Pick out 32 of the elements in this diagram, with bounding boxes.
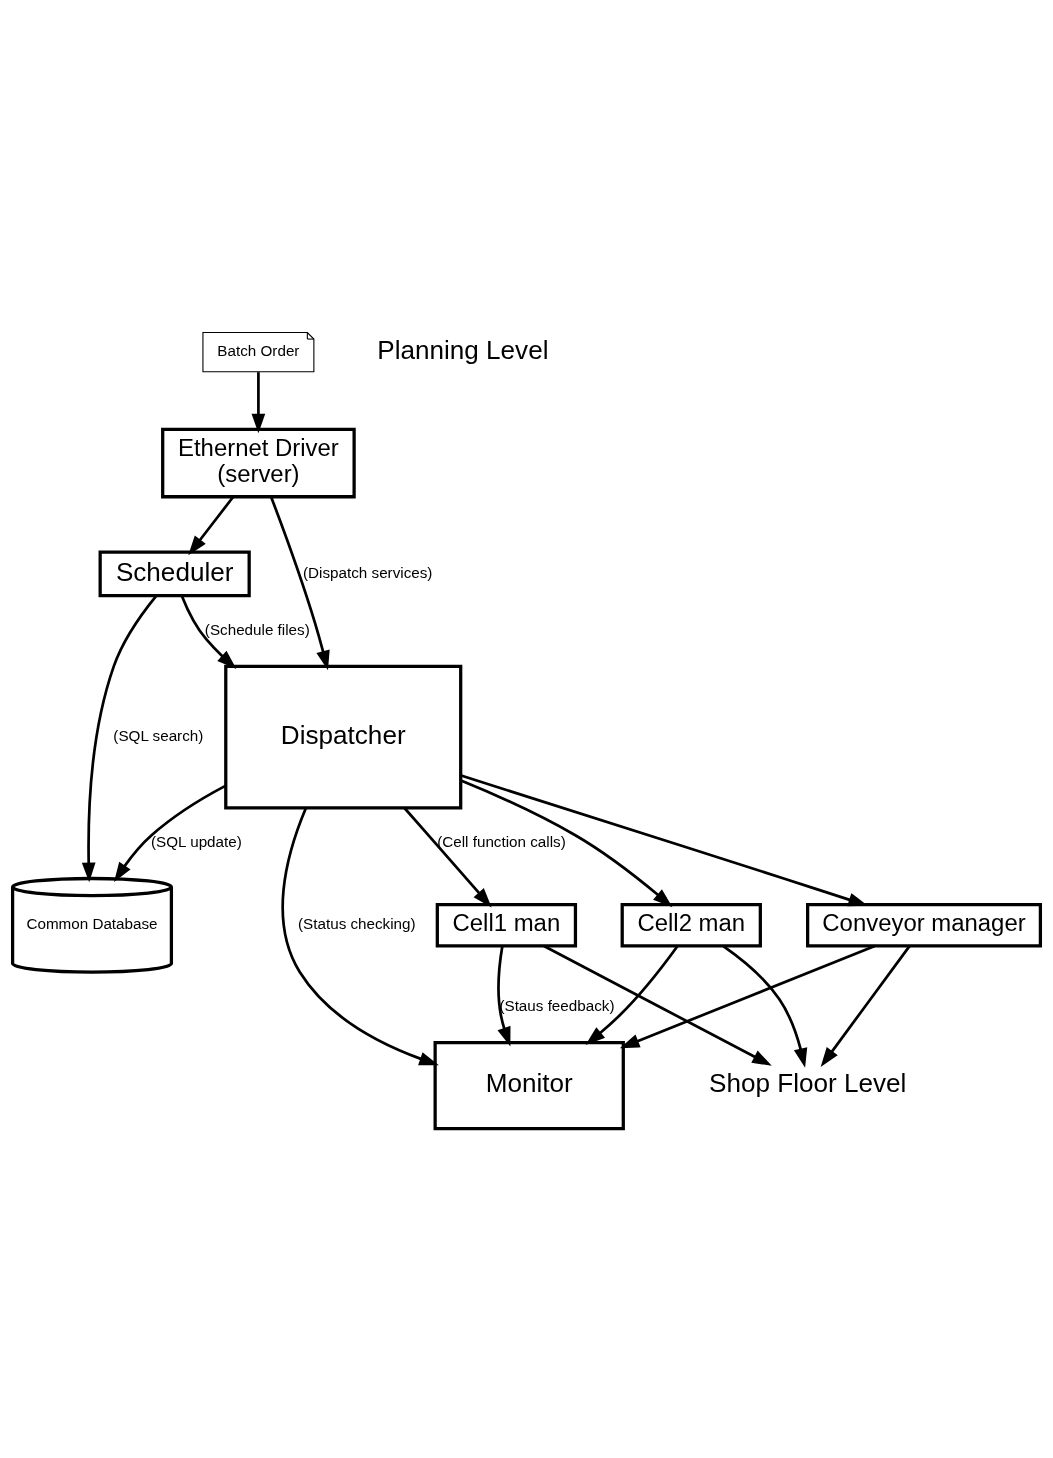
arrow [81,594,158,882]
edge-label: (Dispatch services) [303,563,433,581]
node-box: Ethernet Driver (server) [161,427,356,498]
arrow [403,806,492,907]
edge-label: (SQL update) [151,832,242,850]
node-box: Conveyor manager [806,902,1043,948]
node-text: Shop Floor Level [709,1067,907,1098]
arrow [251,371,266,433]
label: Planning Level [377,334,549,365]
arrow [619,944,876,1048]
edge-label: (Staus feedback) [499,996,615,1014]
arrow [820,944,911,1067]
arrow [269,495,330,670]
arrow [585,945,679,1045]
edge-label: (Status checking) [298,914,416,932]
arrow [460,778,673,907]
arrow [114,784,226,882]
arrow [543,944,772,1066]
node-box: Dispatcher [224,664,463,809]
node-box: Cell1 man [435,902,578,948]
arrow [281,806,439,1065]
arrow [460,773,868,906]
arrow [188,495,235,555]
arrow [180,594,237,669]
edge-label: (Cell function calls) [437,832,566,850]
node-box: Monitor [433,1040,625,1130]
edge-label: (Schedule files) [204,620,310,638]
arrow [722,944,808,1068]
node-box: Scheduler [98,550,251,597]
edge-label: (SQL search) [113,726,204,744]
arrow [497,945,511,1047]
node-box: Cell2 man [620,902,762,948]
